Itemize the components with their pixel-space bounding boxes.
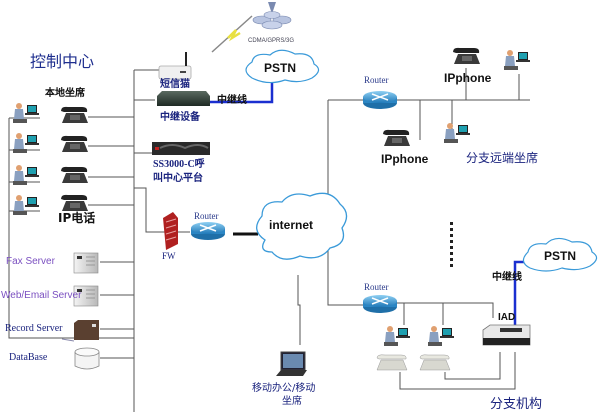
ip-phone-icon	[61, 106, 88, 123]
sms-modem-label: 短信猫	[160, 79, 190, 90]
firewall-label: FW	[162, 251, 176, 261]
ipphone-label-2: IPphone	[381, 152, 429, 166]
branch-agent-icon	[384, 326, 410, 346]
ip-phone-icon	[61, 166, 88, 183]
trunk-line-label-top: 中继线	[217, 95, 247, 106]
ip-phone-icon	[61, 194, 88, 211]
ip-phone-icon	[61, 135, 88, 152]
router-label-remote: Router	[364, 75, 389, 85]
ip-phone-label: IP电话	[58, 211, 96, 225]
cdma-label: CDMA/GPRS/3G	[248, 38, 295, 44]
pstn-cloud-top	[245, 49, 320, 84]
ip-phone-icon	[453, 47, 480, 64]
cdma-tower-icon	[252, 2, 292, 30]
firewall-icon	[163, 212, 178, 250]
router-icon-branch	[362, 294, 398, 314]
wireless-signal-icon	[211, 15, 253, 53]
local-agent-icon	[13, 103, 39, 123]
trunk-device-icon	[157, 91, 210, 106]
remote-agent-icon	[444, 123, 470, 143]
pstn-label-top: PSTN	[264, 61, 297, 75]
trunk-device-label: 中继设备	[160, 112, 200, 123]
sms-modem-icon	[158, 52, 192, 80]
internet-cloud	[256, 192, 348, 260]
ipphone-label-1: IPphone	[444, 71, 492, 85]
desk-phone-icon	[376, 354, 408, 371]
internet-label: internet	[269, 218, 314, 232]
iad-label: IAD	[498, 312, 516, 323]
record-server-label: Record Server	[5, 323, 63, 334]
laptop-icon	[276, 351, 307, 376]
call-platform-label-line2: 叫中心平台	[153, 173, 203, 184]
web-email-server-icon	[73, 285, 99, 307]
fax-server-icon	[73, 252, 99, 274]
router-icon-control	[190, 221, 226, 241]
local-agent-icon	[13, 195, 39, 215]
call-platform-label-line1: SS3000-C呼	[153, 159, 205, 170]
desk-phone-icon	[419, 354, 451, 371]
mobile-label-line1: 移动办公/移动	[252, 383, 316, 394]
iad-device-icon	[482, 324, 531, 346]
more-branches-ellipsis	[450, 222, 453, 267]
call-center-platform-icon	[152, 142, 210, 155]
record-server-icon	[61, 320, 99, 342]
branch-agent-icon	[428, 326, 454, 346]
local-seats-label: 本地坐席	[45, 88, 85, 99]
branch-office-title: 分支机构	[490, 397, 543, 412]
remote-agent-icon	[504, 50, 530, 70]
pstn-label-branch: PSTN	[544, 249, 577, 263]
web-email-server-label: Web/Email Server	[1, 290, 82, 301]
mobile-label-line2: 坐席	[282, 396, 302, 407]
trunk-line-label-branch: 中继线	[492, 272, 522, 283]
router-label-branch: Router	[364, 282, 389, 292]
pstn-cloud-branch	[522, 237, 598, 272]
router-icon-remote	[362, 90, 398, 110]
remote-seats-title: 分支远端坐席	[466, 151, 539, 165]
fax-server-label: Fax Server	[6, 256, 55, 267]
trunk-line-top	[209, 76, 274, 104]
router-label-control: Router	[194, 211, 219, 221]
database-icon	[74, 347, 100, 370]
database-label: DataBase	[9, 352, 48, 363]
control-center-title: 控制中心	[30, 52, 95, 71]
ip-phone-icon	[383, 129, 410, 146]
